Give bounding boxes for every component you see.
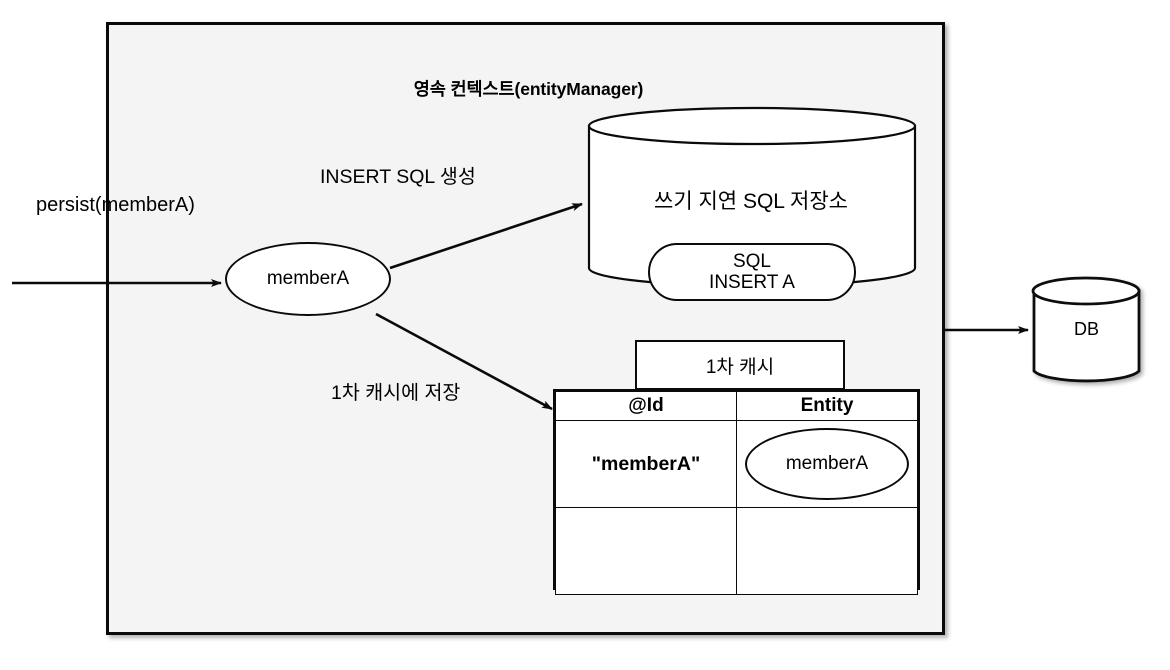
entity-node-membera: memberA	[225, 242, 391, 316]
cache-store-label: 1차 캐시에 저장	[331, 382, 461, 404]
entity-node-label: memberA	[266, 268, 350, 289]
persist-call-label: persist(memberA)	[36, 194, 195, 216]
table-row	[555, 507, 918, 595]
sql-store-title: 쓰기 지연 SQL 저장소	[654, 190, 848, 213]
cache-store-arrow	[375, 312, 553, 411]
sql-pill-line1: SQL	[732, 250, 772, 272]
table-header-row: @Id Entity	[555, 391, 918, 421]
column-header-id: @Id	[555, 391, 737, 421]
database-label: DB	[1073, 319, 1099, 339]
database-cylinder	[1031, 276, 1141, 383]
sql-pill-line2: INSERT A	[709, 272, 795, 293]
insert-sql-label: INSERT SQL 생성	[320, 166, 476, 188]
first-level-cache-header-box: 1차 캐시	[635, 340, 845, 390]
sql-insert-pill: SQL INSERT A	[648, 243, 856, 301]
cell-id	[555, 507, 737, 595]
persistence-context-title: 영속 컨텍스트(entityManager)	[413, 79, 644, 99]
column-header-entity: Entity	[736, 391, 918, 421]
cell-entity: memberA	[736, 420, 918, 508]
cell-entity	[736, 507, 918, 595]
cell-entity-ellipse: memberA	[745, 428, 909, 500]
first-level-cache-header-label: 1차 캐시	[705, 356, 775, 378]
insert-sql-arrow	[389, 202, 583, 270]
first-level-cache-table: @Id Entity "memberA" memberA	[553, 389, 920, 595]
cell-id: "memberA"	[555, 420, 737, 508]
table-row: "memberA" memberA	[555, 420, 918, 508]
